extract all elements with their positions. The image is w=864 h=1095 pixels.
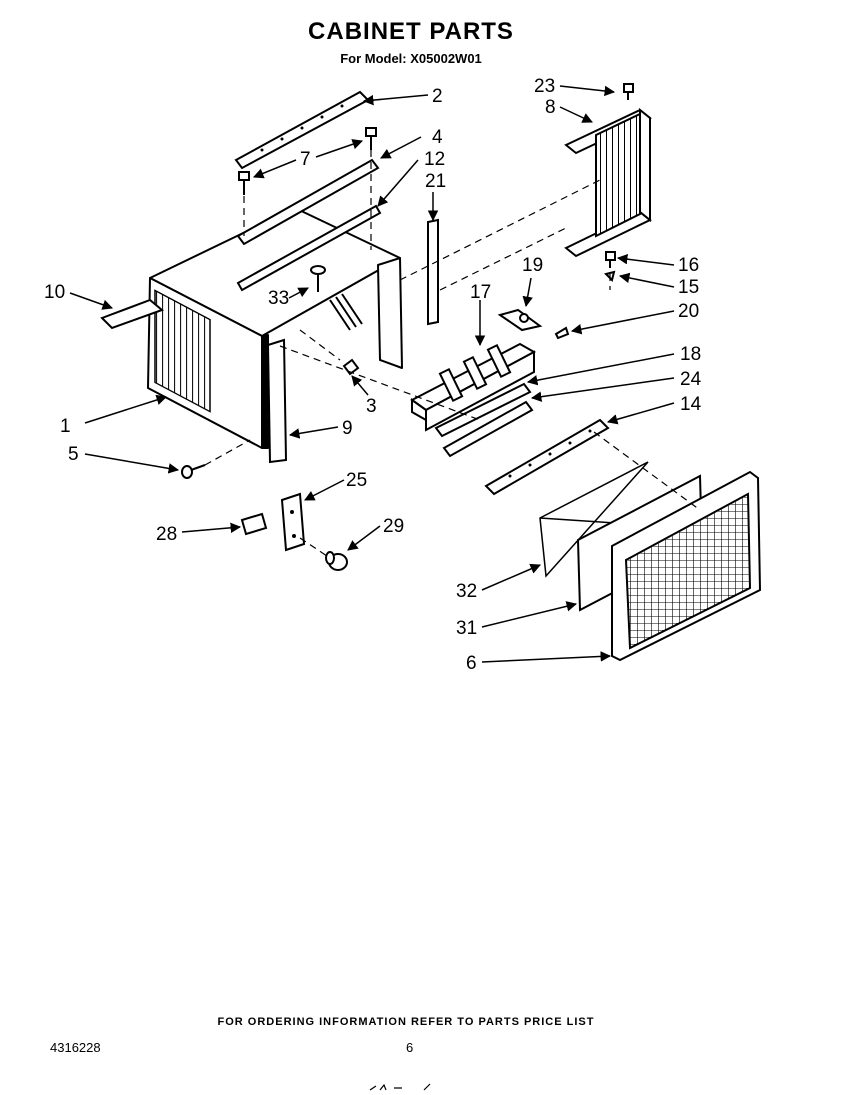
screw-part-5-icon	[181, 464, 206, 479]
screw-part-23-icon	[623, 83, 634, 100]
assembly-guide-lines	[204, 150, 701, 559]
callout-16: 16	[678, 255, 699, 276]
callout-29: 29	[383, 516, 404, 537]
callout-14: 14	[680, 394, 702, 415]
callout-28: 28	[156, 524, 177, 545]
callout-12: 12	[424, 149, 445, 170]
callout-2: 2	[432, 86, 443, 107]
callout-10: 10	[44, 282, 65, 303]
strip-part-24b	[442, 400, 534, 458]
callout-leaders	[69, 85, 675, 663]
page-title: CABINET PARTS	[308, 18, 514, 45]
callout-32: 32	[456, 581, 477, 602]
strip-part-9	[266, 338, 288, 464]
callout-15: 15	[678, 277, 699, 298]
callout-7: 7	[300, 149, 311, 170]
ordering-info-note: FOR ORDERING INFORMATION REFER TO PARTS …	[217, 1016, 595, 1028]
callout-5: 5	[68, 444, 79, 465]
callout-20: 20	[678, 301, 699, 322]
screw-part-33-icon	[310, 265, 326, 292]
callout-8: 8	[545, 97, 556, 118]
strip-part-10	[100, 298, 164, 330]
strip-part-14-holes	[508, 429, 592, 478]
callout-25: 25	[346, 470, 367, 491]
callout-labels: 1 2 3 4 5 6 7 8 9 10 12 14 15 16 17 18 1…	[44, 76, 702, 674]
callout-23: 23	[534, 76, 555, 97]
cabinet-side-louvers	[154, 289, 211, 413]
callout-18: 18	[680, 344, 701, 365]
strip-part-4	[236, 158, 380, 246]
screw-part-7-icon	[238, 127, 377, 195]
callout-33: 33	[268, 288, 289, 309]
screw-part-16-icon	[605, 251, 616, 268]
strip-part-21	[427, 218, 439, 326]
callout-31: 31	[456, 618, 477, 639]
clip-part-20-icon	[554, 326, 570, 340]
cabinet-rear-louvers	[329, 293, 363, 331]
strip-part-14	[484, 418, 610, 496]
channel-part-24	[434, 382, 532, 438]
callout-1: 1	[60, 416, 71, 437]
callout-9: 9	[342, 418, 353, 439]
callout-3: 3	[366, 396, 377, 417]
scan-artifact-mark	[369, 1083, 431, 1091]
strip-part-2-holes	[260, 104, 344, 152]
front-grille-part-6	[611, 470, 762, 662]
block-part-28	[240, 512, 268, 536]
knob-part-29-icon	[325, 551, 348, 571]
callout-21: 21	[425, 171, 446, 192]
strip-part-12	[236, 204, 382, 292]
callout-24: 24	[680, 369, 702, 390]
bracket-part-25	[280, 492, 306, 552]
lever-part-19-icon	[497, 308, 543, 332]
page-number: 6	[406, 1040, 414, 1055]
document-number: 4316228	[50, 1040, 101, 1055]
callout-4: 4	[432, 127, 443, 148]
callout-6: 6	[466, 653, 477, 674]
model-subtitle: For Model: X05002W01	[340, 51, 482, 66]
callout-17: 17	[470, 282, 491, 303]
bracket-part-25-holes	[290, 510, 296, 538]
callout-19: 19	[522, 255, 543, 276]
rear-panel-part-8	[564, 107, 652, 258]
